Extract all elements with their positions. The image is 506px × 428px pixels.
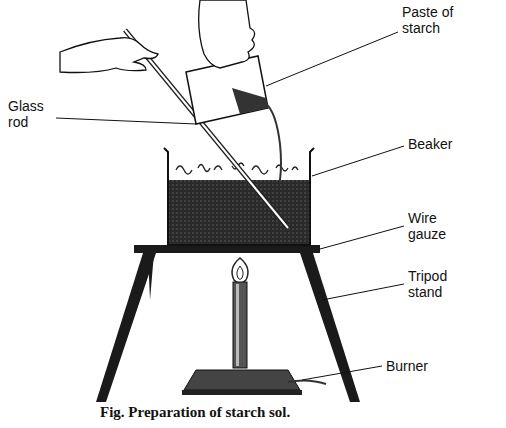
figure-caption: Fig. Preparation of starch sol. <box>100 404 290 421</box>
left-hand <box>60 38 158 73</box>
tripod-stand <box>96 253 360 402</box>
beaker <box>164 148 314 245</box>
gauze-label: Wire gauze <box>408 210 464 242</box>
burner-flame <box>232 258 248 283</box>
leader-lines <box>56 32 404 380</box>
rod-label: Glass rod <box>8 98 54 130</box>
wire-gauze <box>134 245 320 253</box>
glass-rod <box>125 30 288 228</box>
pouring-beaker <box>186 56 281 180</box>
beaker-label: Beaker <box>408 136 488 152</box>
tripod-label: Tripod stand <box>408 268 468 300</box>
right-hand <box>199 0 255 68</box>
burner-label: Burner <box>386 358 466 374</box>
paste-label: Paste of starch <box>402 4 466 36</box>
burner <box>182 282 326 395</box>
